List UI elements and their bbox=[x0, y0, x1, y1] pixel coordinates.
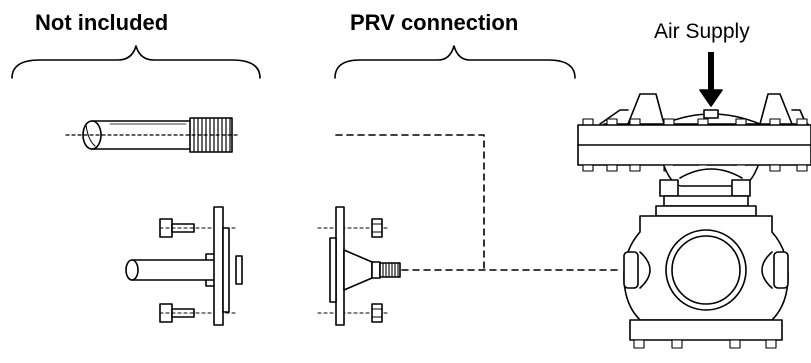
not-included-label: Not included bbox=[35, 10, 169, 35]
flanged-pipe bbox=[125, 206, 243, 326]
prv-connection-label: PRV connection bbox=[350, 10, 519, 35]
prv-connection-brace bbox=[334, 45, 576, 79]
not-included-brace bbox=[11, 45, 261, 79]
bolt-upper-left bbox=[159, 218, 239, 238]
air-supply-arrow bbox=[699, 52, 723, 107]
nut-lower bbox=[371, 303, 383, 323]
connection-lines bbox=[335, 134, 623, 271]
air-supply-label: Air Supply bbox=[654, 20, 750, 43]
bolt-lower-left bbox=[159, 303, 239, 323]
nut-upper bbox=[371, 218, 383, 238]
pipe-nipple bbox=[65, 117, 241, 153]
prv-flange-fitting bbox=[317, 206, 401, 326]
valve-assembly bbox=[577, 93, 811, 349]
